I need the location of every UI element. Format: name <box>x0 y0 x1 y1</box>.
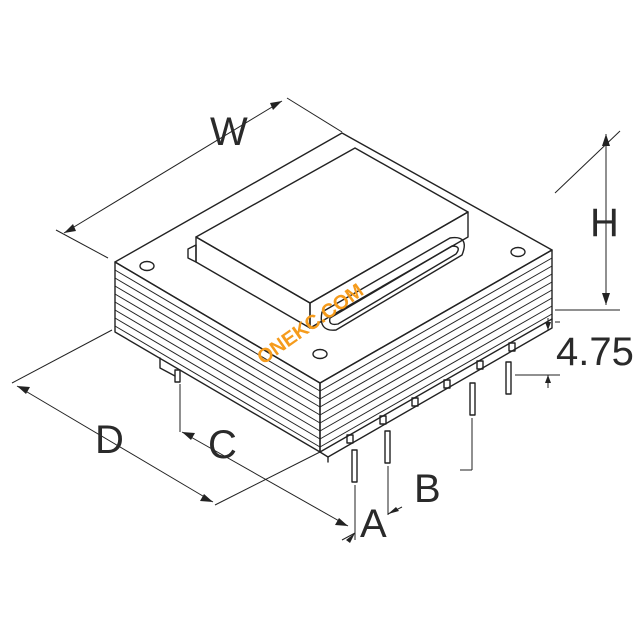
pin-pad <box>379 415 387 425</box>
winding-block <box>187 147 469 331</box>
dimension-lines <box>11 97 621 543</box>
core-laminations <box>114 132 553 453</box>
mounting-hole-right <box>510 246 526 258</box>
pin-pad <box>346 434 354 444</box>
pin-pad <box>411 397 419 407</box>
label-a: A <box>360 502 387 546</box>
mounting-hole-front <box>312 348 328 360</box>
label-standoff: 4.75 <box>556 330 634 374</box>
label-c: C <box>208 423 237 467</box>
label-b: B <box>414 467 441 511</box>
label-w: W <box>210 110 248 154</box>
mounting-hole-left <box>139 260 155 272</box>
pin-row <box>159 318 553 483</box>
pins <box>174 361 512 483</box>
watermark-text: ONEKC.COM <box>253 280 368 369</box>
label-d: D <box>95 418 124 462</box>
label-h: H <box>590 201 619 245</box>
